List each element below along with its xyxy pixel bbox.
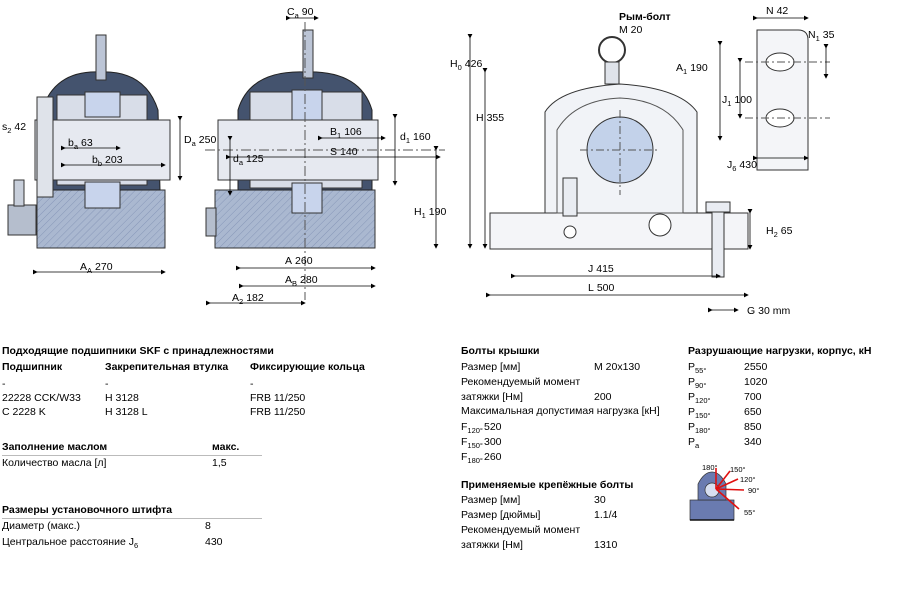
breaking-load-label: P90° (688, 376, 707, 391)
pin-title: Размеры установочного штифта (2, 504, 173, 516)
breaking-load-label: P55° (688, 361, 707, 376)
breaking-load-label: P120° (688, 391, 711, 406)
oil-quantity-label: Количество масла [л] (2, 457, 107, 469)
pin-diameter-value: 8 (205, 520, 211, 532)
bearings-row-cell: C 2228 K (2, 406, 46, 418)
cap-bolts-torque-label: Рекомендуемый момент (461, 376, 581, 388)
housing-section-middle (205, 22, 445, 300)
breaking-loads-title: Разрушающие нагрузки, корпус, кН (688, 345, 872, 357)
cap-bolts-load-value: 260 (484, 451, 502, 463)
mount-bolts-title: Применяемые крепёжные болты (461, 479, 634, 491)
breaking-load-value: 2550 (744, 361, 768, 373)
eyebolt-label: Рым-болт (619, 11, 671, 23)
pin-distance-label: Центральное расстояние J6 (2, 536, 139, 551)
bearings-row-cell: - (105, 378, 109, 390)
mount-bolts-torque-label: Рекомендуемый момент (461, 524, 581, 536)
pin-distance-value: 430 (205, 536, 223, 548)
dimension-lines (33, 15, 829, 313)
divider (2, 455, 262, 456)
oil-max-label: макс. (212, 441, 240, 453)
bearings-row-cell: - (250, 378, 254, 390)
bearings-row-cell: H 3128 (105, 392, 139, 404)
breaking-load-value: 340 (744, 436, 762, 448)
breaking-load-value: 650 (744, 406, 762, 418)
housing-section-left (7, 34, 171, 249)
mount-bolts-inch-label: Размер [дюймы] (461, 509, 541, 521)
load-direction-diagram: 180° 150° 120° 90° 55° (689, 463, 759, 521)
angle-label: 55° (744, 508, 755, 517)
foot-detail (745, 29, 830, 171)
cap-bolts-load-value: 300 (484, 436, 502, 448)
bearings-header-sleeve: Закрепительная втулка (105, 361, 229, 373)
eyebolt-size: M 20 (619, 24, 643, 36)
breaking-load-label: Pa (688, 436, 700, 451)
cap-bolts-load-label: F120° (461, 421, 483, 436)
mount-bolts-size-label: Размер [мм] (461, 494, 521, 506)
cap-bolts-torque-label-2: затяжки [Нм] (461, 391, 523, 403)
bearings-row-cell: - (2, 378, 6, 390)
breaking-load-value: 850 (744, 421, 762, 433)
cap-bolts-size-value: M 20x130 (594, 361, 641, 373)
oil-quantity-value: 1,5 (212, 457, 227, 469)
bearings-title: Подходящие подшипники SKF с принадлежнос… (2, 345, 274, 357)
cap-bolts-load-label: F150° (461, 436, 483, 451)
cap-bolts-size-label: Размер [мм] (461, 361, 521, 373)
bearings-row-cell: H 3128 L (105, 406, 148, 418)
angle-label: 90° (748, 486, 759, 495)
angle-label: 120° (740, 475, 756, 484)
breaking-load-value: 1020 (744, 376, 768, 388)
cap-bolts-torque-value: 200 (594, 391, 612, 403)
pin-diameter-label: Диаметр (макс.) (2, 520, 81, 532)
oil-title: Заполнение маслом (2, 441, 108, 453)
bearings-row-cell: 22228 CCK/W33 (2, 392, 81, 404)
housing-front-view (489, 36, 749, 278)
angle-label: 150° (730, 465, 746, 474)
angle-label: 180° (702, 463, 718, 472)
breaking-load-label: P180° (688, 421, 711, 436)
mount-bolts-size-value: 30 (594, 494, 606, 506)
bearings-header-bearing: Подшипник (2, 361, 63, 373)
bearings-row-cell: FRB 11/250 (250, 406, 306, 418)
bearings-row-cell: FRB 11/250 (250, 392, 306, 404)
cap-bolts-title: Болты крышки (461, 345, 540, 357)
breaking-load-label: P150° (688, 406, 711, 421)
mount-bolts-torque-value: 1310 (594, 539, 618, 551)
cap-bolts-load-value: 520 (484, 421, 502, 433)
mount-bolts-torque-label-2: затяжки [Нм] (461, 539, 523, 551)
mount-bolts-inch-value: 1.1/4 (594, 509, 618, 521)
bearings-header-rings: Фиксирующие кольца (250, 361, 365, 373)
cap-bolts-load-label: F180° (461, 451, 483, 466)
breaking-load-value: 700 (744, 391, 762, 403)
cap-bolts-max-load-label: Максимальная допустимая нагрузка [кН] (461, 405, 660, 417)
divider (2, 518, 262, 519)
